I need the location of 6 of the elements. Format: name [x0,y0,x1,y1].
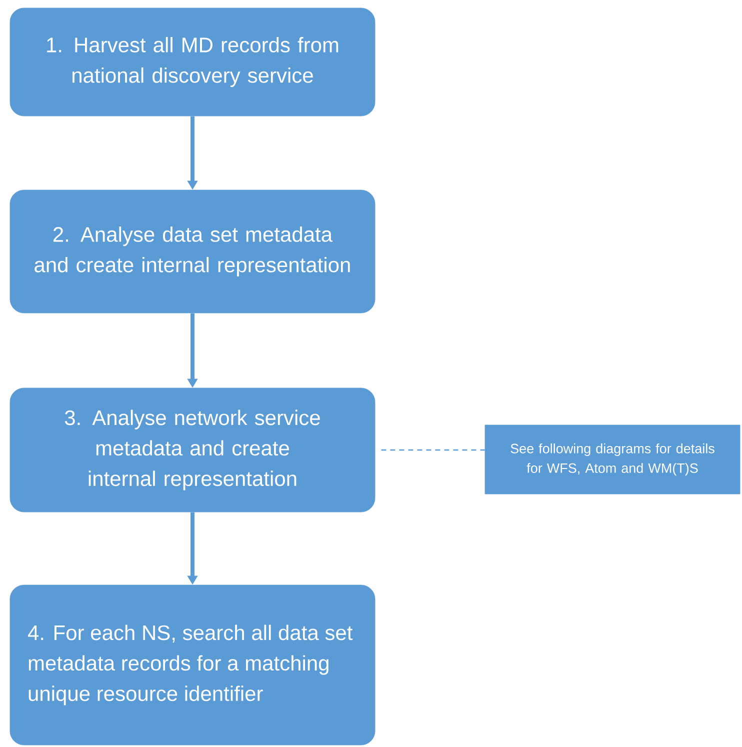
process-box: 2. Analyse data set metadata and create internal representation [10,190,376,314]
note-box: See following diagrams for details for WFS, Atom and WM(T)S [484,424,740,494]
process-box: 4. For each NS, search all data set metadata records for a matching unique resource identifier [10,584,376,746]
process-box: 1. Harvest all MD records from national discovery service [10,8,376,116]
process-box: 3. Analyse network service metadata and create internal representation [10,388,376,512]
connector-line [381,449,485,451]
